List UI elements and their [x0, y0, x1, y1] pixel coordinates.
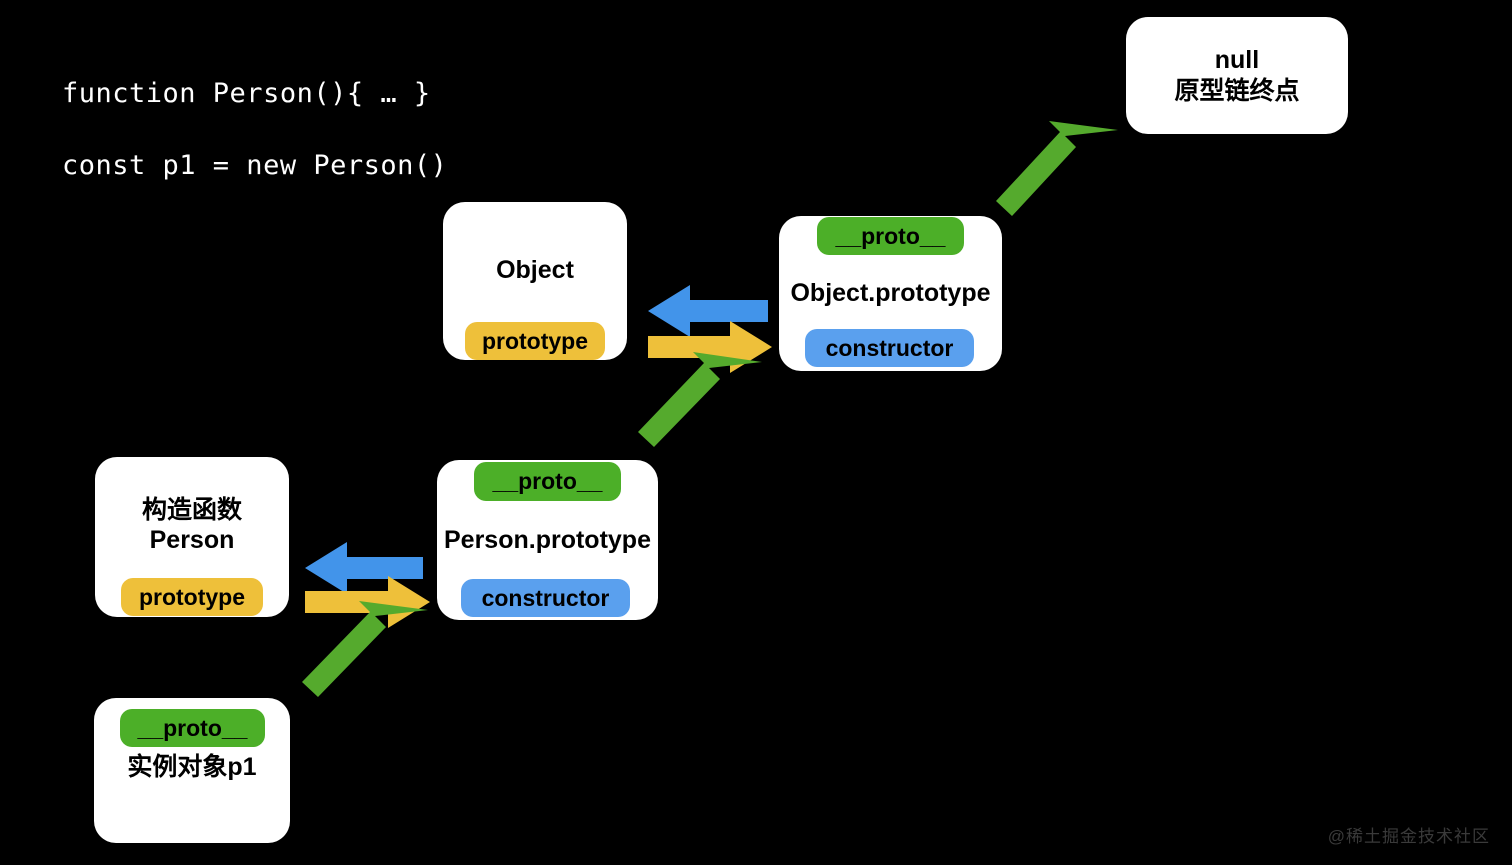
- arrow-object-to-object-prototype: [648, 321, 772, 373]
- node-object-prototype-title: Object.prototype: [790, 279, 991, 308]
- pill-instance-proto[interactable]: __proto__: [120, 709, 265, 747]
- code-snippet-line-2: const p1 = new Person(): [62, 150, 448, 181]
- arrow-person-prototype-to-object-prototype: [638, 352, 762, 447]
- node-null[interactable]: null 原型链终点: [1126, 17, 1348, 134]
- node-null-title: null 原型链终点: [1174, 46, 1300, 105]
- pill-person-prototype-proto[interactable]: __proto__: [474, 462, 621, 501]
- node-person-constructor-title: 构造函数 Person: [141, 495, 242, 555]
- pill-object-prototype[interactable]: prototype: [465, 322, 605, 360]
- arrow-instance-to-person-prototype: [302, 601, 428, 697]
- pill-object-prototype-proto[interactable]: __proto__: [817, 217, 964, 255]
- watermark: @稀土掘金技术社区: [1327, 827, 1490, 846]
- pill-person-prototype[interactable]: prototype: [121, 578, 263, 616]
- arrow-object-prototype-to-null: [996, 121, 1118, 216]
- pill-person-prototype-constructor[interactable]: constructor: [461, 579, 630, 617]
- pill-object-prototype-constructor[interactable]: constructor: [805, 329, 974, 367]
- arrow-object-prototype-to-object: [648, 285, 768, 337]
- node-instance-p1-title: 实例对象p1: [127, 753, 257, 781]
- arrow-person-to-person-prototype: [305, 576, 430, 628]
- node-object-title: Object: [496, 255, 574, 284]
- arrow-person-prototype-to-person: [305, 542, 423, 594]
- node-person-prototype-title: Person.prototype: [444, 525, 651, 554]
- code-snippet-line-1: function Person(){ … }: [62, 78, 431, 109]
